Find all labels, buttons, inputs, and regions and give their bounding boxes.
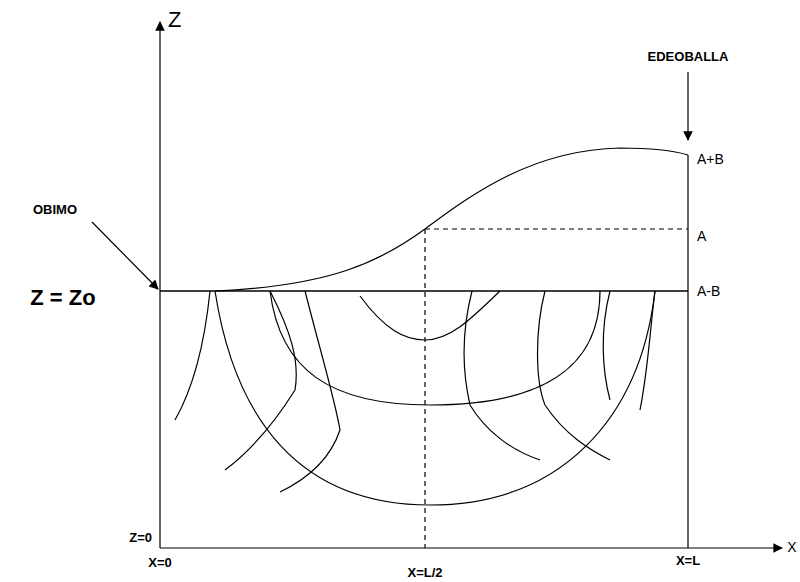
x-axis — [160, 547, 782, 548]
equipotential-line — [225, 291, 296, 470]
equipotential-line — [603, 291, 610, 400]
profile-curve — [215, 148, 688, 291]
axis-label: X — [787, 540, 796, 555]
callout-label: OBIMO — [33, 203, 77, 217]
pointer-arrow — [92, 222, 158, 289]
equipotential-line — [175, 291, 210, 420]
axis-value: X=L/2 — [407, 566, 442, 580]
callout-label: EDEOBALLA — [648, 50, 729, 64]
level-label: A-B — [697, 284, 720, 299]
flow-line — [215, 291, 655, 505]
flow-line — [360, 291, 500, 340]
pointer-arrow — [687, 72, 688, 140]
midline-dashed — [424, 229, 425, 548]
reference-level — [160, 290, 688, 291]
level-label: A — [697, 229, 706, 244]
equipotential-line — [538, 291, 611, 460]
equipotential-line — [280, 291, 340, 492]
axis-label: Z — [168, 8, 181, 32]
axis-value: X=0 — [148, 556, 172, 570]
right-boundary — [687, 155, 688, 548]
level-label: Z = Zo — [30, 286, 95, 310]
level-label: A+B — [697, 152, 724, 167]
equipotential-line — [464, 291, 540, 460]
equipotential-line — [640, 291, 655, 410]
level-a-dashed — [425, 228, 688, 229]
z-axis — [159, 22, 160, 548]
axis-value: X=L — [676, 554, 700, 568]
axis-value: Z=0 — [129, 531, 152, 545]
